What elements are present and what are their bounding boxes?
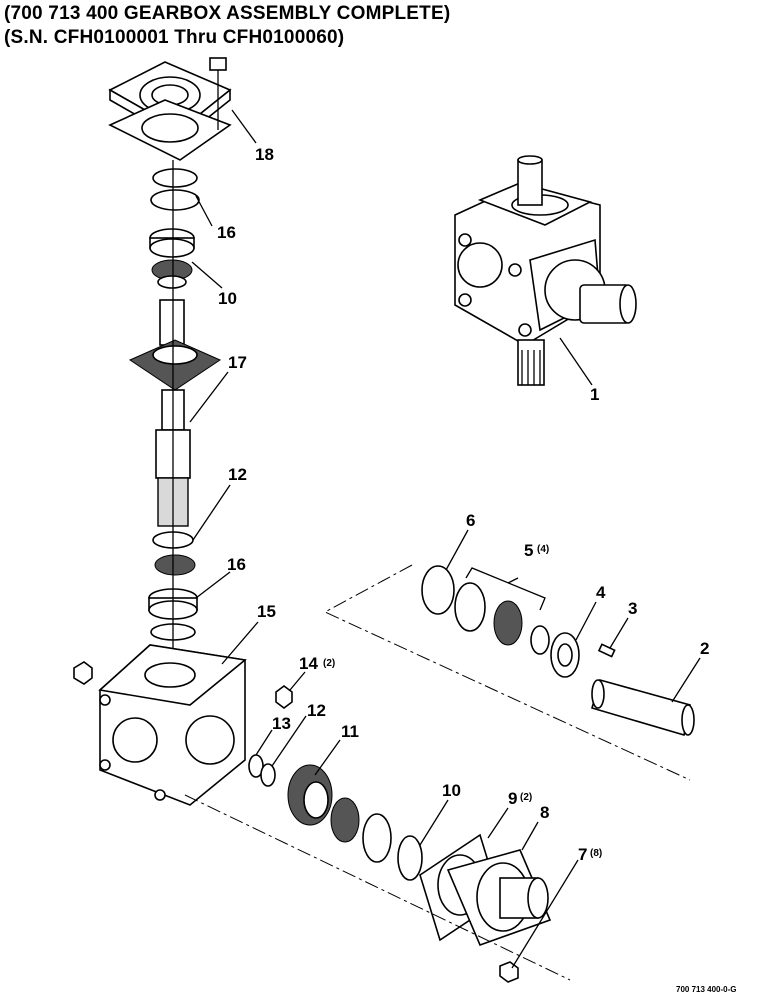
qty-9: (2) xyxy=(520,792,532,803)
callout-12-upper: 12 xyxy=(228,465,247,484)
qty-7: (8) xyxy=(590,848,602,859)
input-shaft xyxy=(591,679,695,737)
output-shaft-phantom-line xyxy=(323,564,691,781)
cross-bearing-cup-6 xyxy=(421,565,455,615)
callout-7: 7 xyxy=(578,845,587,864)
leader-12b xyxy=(271,715,307,767)
upper-bearing-cone xyxy=(151,259,193,289)
bearing-kit-cone xyxy=(493,600,523,646)
leader-9 xyxy=(487,807,509,839)
cap-bolt xyxy=(499,961,519,983)
leader-12a xyxy=(192,484,231,541)
callout-14: 14 xyxy=(299,654,318,673)
leader-2 xyxy=(671,657,701,703)
callout-10-upper: 10 xyxy=(218,289,237,308)
title-block: (700 713 400 GEARBOX ASSEMBLY COMPLETE) … xyxy=(4,2,450,50)
leader-4 xyxy=(575,601,597,641)
leader-16a xyxy=(195,195,213,227)
callout-1: 1 xyxy=(590,385,599,404)
gearbox-housing xyxy=(98,644,247,806)
serial-range: (S.N. CFH0100001 Thru CFH0100060) xyxy=(4,27,345,48)
figure-reference: 700 713 400-0-G xyxy=(676,985,737,994)
kit-bracket-leader xyxy=(507,577,519,584)
callout-6: 6 xyxy=(466,511,475,530)
callout-18: 18 xyxy=(255,145,274,164)
leader-1 xyxy=(559,337,593,386)
leader-11 xyxy=(314,739,341,776)
leader-17 xyxy=(189,371,229,423)
callout-5: 5 xyxy=(524,541,533,560)
leader-10b xyxy=(419,799,449,846)
callout-10-lower: 10 xyxy=(442,781,461,800)
callout-17: 17 xyxy=(228,353,247,372)
oil-seal-4 xyxy=(550,632,580,678)
callout-15: 15 xyxy=(257,602,276,621)
callout-16-upper: 16 xyxy=(217,223,236,242)
key-3 xyxy=(597,643,616,658)
side-bolt-left xyxy=(73,661,93,685)
breather-plug xyxy=(275,685,293,709)
gearbox-assembly-complete xyxy=(454,155,637,386)
cross-shaft-spacer-10 xyxy=(397,835,423,881)
callout-2: 2 xyxy=(700,639,709,658)
upper-snap-ring xyxy=(150,168,200,211)
callout-3: 3 xyxy=(628,599,637,618)
callout-16-lower: 16 xyxy=(227,555,246,574)
callout-4: 4 xyxy=(596,583,606,602)
leader-6 xyxy=(445,529,469,571)
assembly-title: (700 713 400 GEARBOX ASSEMBLY COMPLETE) xyxy=(4,3,451,24)
leader-18 xyxy=(231,109,257,144)
leader-3 xyxy=(609,617,629,649)
callout-12-lower: 12 xyxy=(307,701,326,720)
upper-bearing-cup xyxy=(149,228,195,258)
bevel-gear xyxy=(287,764,333,826)
cross-shaft-phantom-line xyxy=(184,794,571,981)
lower-bearing-cone xyxy=(154,554,196,576)
leader-14 xyxy=(289,671,306,691)
cover-bolt xyxy=(209,57,227,130)
cross-bearing-cup xyxy=(362,813,392,863)
bearing-kit-cup xyxy=(454,582,486,632)
cross-shaft-snap-ring-12 xyxy=(260,763,276,787)
leader-16b xyxy=(195,571,231,599)
qty-14: (2) xyxy=(323,658,335,669)
top-cover-plate xyxy=(108,61,232,161)
leader-8 xyxy=(521,821,539,851)
cross-bearing-cone xyxy=(330,797,360,843)
bearing-cap xyxy=(446,849,552,947)
callout-8: 8 xyxy=(540,803,549,822)
leader-15 xyxy=(221,621,259,665)
bearing-kit-ring xyxy=(530,625,550,655)
pinion-shaft xyxy=(128,299,222,527)
leader-13 xyxy=(255,729,273,756)
callout-13: 13 xyxy=(272,714,291,733)
callout-9: 9 xyxy=(508,789,517,808)
leader-7 xyxy=(511,859,579,969)
callout-11: 11 xyxy=(341,722,359,741)
qty-5: (4) xyxy=(537,544,549,555)
leader-10a xyxy=(191,261,223,289)
